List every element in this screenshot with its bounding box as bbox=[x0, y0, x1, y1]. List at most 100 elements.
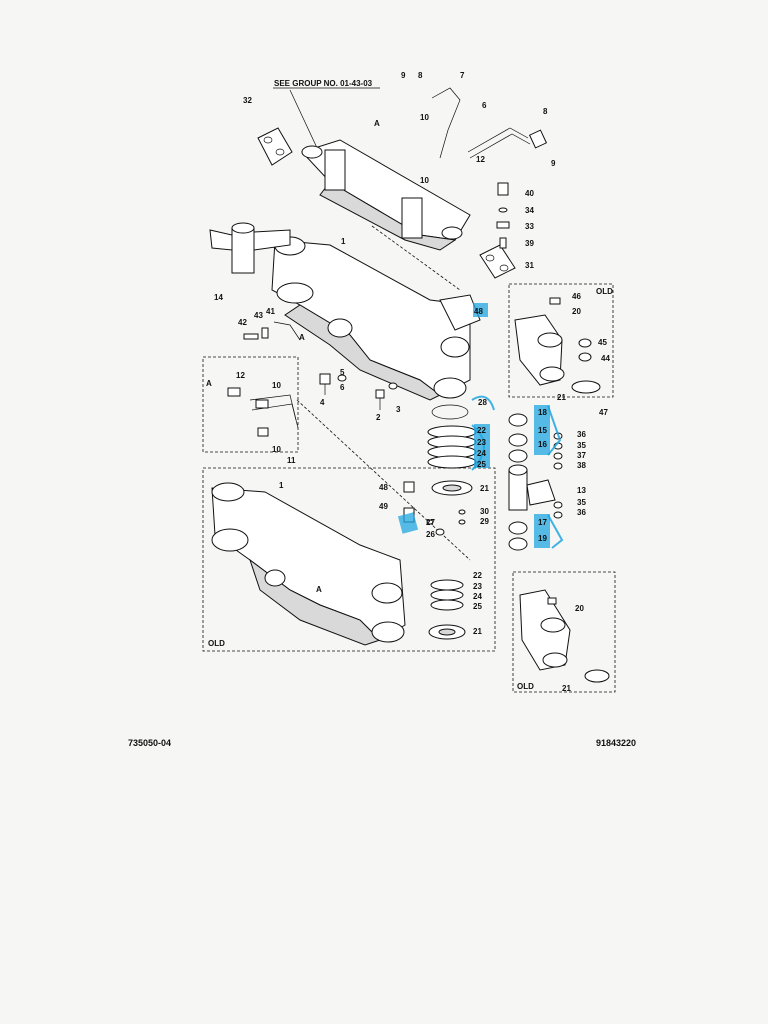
marker-a1: A bbox=[374, 119, 380, 128]
callout-21c: 21 bbox=[473, 627, 482, 636]
callout-1a: 1 bbox=[341, 237, 346, 246]
highlight-marks bbox=[397, 303, 564, 549]
callout-21b: 21 bbox=[480, 484, 489, 493]
callout-43: 43 bbox=[254, 311, 263, 320]
callout-6: 6 bbox=[482, 101, 487, 110]
callout-37: 37 bbox=[577, 451, 586, 460]
header-note: SEE GROUP NO. 01-43-03 bbox=[274, 79, 373, 88]
main-frame-top bbox=[271, 236, 481, 401]
callout-49: 49 bbox=[379, 502, 388, 511]
bracket-32 bbox=[257, 127, 293, 166]
callout-18: 18 bbox=[538, 408, 547, 417]
callout-39: 39 bbox=[525, 239, 534, 248]
callout-24a: 24 bbox=[477, 449, 486, 458]
callout-40: 40 bbox=[525, 189, 534, 198]
callout-28: 28 bbox=[478, 398, 487, 407]
callout-24b: 24 bbox=[473, 592, 482, 601]
callout-35b: 35 bbox=[577, 498, 586, 507]
callout-29: 29 bbox=[480, 517, 489, 526]
footer-left-code: 735050-04 bbox=[128, 738, 172, 748]
callout-30: 30 bbox=[480, 507, 489, 516]
callout-19: 19 bbox=[538, 534, 547, 543]
callout-8b: 8 bbox=[543, 107, 548, 116]
callout-36a: 36 bbox=[577, 430, 586, 439]
callout-10d: 10 bbox=[272, 445, 281, 454]
footer-right-code: 91843220 bbox=[596, 738, 637, 748]
callout-21a: 21 bbox=[557, 393, 566, 402]
callout-33: 33 bbox=[525, 222, 534, 231]
marker-a4: A bbox=[316, 585, 322, 594]
hose-7 bbox=[431, 87, 461, 159]
inset-old-label-1: OLD bbox=[596, 287, 613, 296]
callout-17: 17 bbox=[538, 518, 547, 527]
callout-47: 47 bbox=[599, 408, 608, 417]
callout-12a: 12 bbox=[476, 155, 485, 164]
bolts-2-3-4-5 bbox=[319, 373, 398, 410]
inset-old-label-2: OLD bbox=[208, 639, 225, 648]
shim-stack-22-25 bbox=[427, 404, 477, 496]
callout-20b: 20 bbox=[575, 604, 584, 613]
callout-48a: 48 bbox=[474, 307, 483, 316]
knuckle-14 bbox=[209, 222, 291, 274]
inset-box-old-top-right bbox=[508, 283, 614, 398]
callout-46: 46 bbox=[572, 292, 581, 301]
callout-1b: 1 bbox=[279, 481, 284, 490]
callout-27: 27 bbox=[426, 518, 435, 527]
callout-12b: 12 bbox=[236, 371, 245, 380]
callout-41: 41 bbox=[266, 307, 275, 316]
callout-23b: 23 bbox=[473, 582, 482, 591]
callout-9b: 9 bbox=[551, 159, 556, 168]
callout-48b: 48 bbox=[379, 483, 388, 492]
old-shim-stack bbox=[428, 579, 466, 640]
callout-22b: 22 bbox=[473, 571, 482, 580]
callout-10b: 10 bbox=[420, 176, 429, 185]
callout-34: 34 bbox=[525, 206, 534, 215]
callout-4: 4 bbox=[320, 398, 325, 407]
callout-2: 2 bbox=[376, 413, 381, 422]
callout-14: 14 bbox=[214, 293, 223, 302]
callout-32: 32 bbox=[243, 96, 252, 105]
callout-38: 38 bbox=[577, 461, 586, 470]
callout-3: 3 bbox=[396, 405, 401, 414]
hose-6 bbox=[467, 127, 529, 153]
inset-box-left bbox=[202, 356, 299, 453]
marker-a3: A bbox=[206, 379, 212, 388]
callout-36b: 36 bbox=[577, 508, 586, 517]
inset-box-old-frame bbox=[202, 467, 496, 652]
callout-labels: 9 8 7 32 6 8 10 A 12 9 10 40 34 33 1 39 … bbox=[206, 71, 610, 693]
callout-25a: 25 bbox=[477, 460, 486, 469]
callout-6b: 6 bbox=[340, 383, 345, 392]
axle-bar bbox=[301, 139, 471, 251]
callout-21d: 21 bbox=[562, 684, 571, 693]
callout-22a: 22 bbox=[477, 426, 486, 435]
callout-25b: 25 bbox=[473, 602, 482, 611]
callout-44: 44 bbox=[601, 354, 610, 363]
callout-10c: 10 bbox=[272, 381, 281, 390]
callout-8a: 8 bbox=[418, 71, 423, 80]
old-top-right-parts bbox=[514, 297, 601, 394]
callout-45: 45 bbox=[598, 338, 607, 347]
fitting-stack bbox=[496, 182, 510, 249]
main-frame-old bbox=[211, 482, 406, 646]
callout-20a: 20 bbox=[572, 307, 581, 316]
callout-7: 7 bbox=[460, 71, 465, 80]
callout-31: 31 bbox=[525, 261, 534, 270]
callout-23a: 23 bbox=[477, 438, 486, 447]
callout-13: 13 bbox=[577, 486, 586, 495]
callout-15: 15 bbox=[538, 426, 547, 435]
inset-left-parts bbox=[227, 387, 299, 437]
callout-11: 11 bbox=[287, 456, 296, 465]
bracket-31 bbox=[479, 244, 516, 279]
callout-42: 42 bbox=[238, 318, 247, 327]
bolt-group-41-42-43 bbox=[243, 321, 301, 341]
old-bottom-right-parts bbox=[519, 589, 610, 683]
bearing-stack bbox=[508, 413, 556, 551]
callout-26: 26 bbox=[426, 530, 435, 539]
marker-a2: A bbox=[299, 333, 305, 342]
inset-box-old-bottom-right bbox=[512, 571, 616, 693]
callout-16: 16 bbox=[538, 440, 547, 449]
callout-35a: 35 bbox=[577, 441, 586, 450]
callout-10a: 10 bbox=[420, 113, 429, 122]
callout-5: 5 bbox=[340, 368, 345, 377]
